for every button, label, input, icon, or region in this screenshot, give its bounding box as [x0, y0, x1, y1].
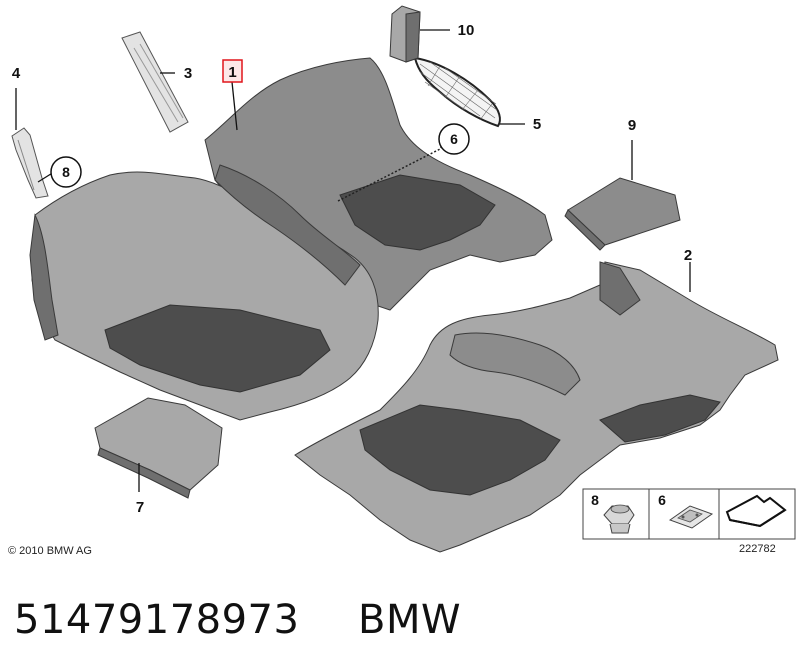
callout-6: 6	[450, 131, 458, 147]
callout-8-circle[interactable]: 8	[50, 156, 82, 188]
legend-box: 8 6	[582, 488, 796, 540]
hex-nut-icon	[603, 504, 635, 534]
part-number: 51479178973	[14, 597, 299, 643]
callout-9[interactable]: 9	[628, 117, 636, 134]
leader-lines	[15, 29, 691, 492]
callout-3[interactable]: 3	[184, 65, 192, 82]
highlight-box	[222, 59, 243, 83]
side-trim-illustration	[11, 127, 49, 199]
brand-name: BMW	[358, 597, 461, 643]
callout-8: 8	[62, 164, 70, 180]
callout-7[interactable]: 7	[136, 499, 144, 516]
legend-label-6: 6	[658, 492, 666, 508]
copyright-text: © 2010 BMW AG	[8, 545, 92, 557]
legend-label-8: 8	[591, 492, 599, 508]
sill-strip-illustration	[121, 31, 189, 133]
callout-6-circle[interactable]: 6	[438, 123, 470, 155]
callout-1-highlight[interactable]: 1	[222, 59, 243, 83]
diagram-id: 222782	[739, 543, 776, 555]
callout-2[interactable]: 2	[684, 247, 692, 264]
holder-clip-illustration	[389, 5, 421, 63]
cargo-net-illustration	[413, 56, 501, 128]
rear-floor-carpet-illustration	[294, 261, 779, 553]
wedge-pad-illustration	[564, 177, 681, 251]
callout-4[interactable]: 4	[12, 65, 21, 82]
callout-1: 1	[228, 64, 236, 81]
clip-icon	[668, 505, 714, 529]
mat-outline-icon	[725, 494, 787, 528]
front-floor-carpet-illustration	[29, 57, 553, 421]
callout-5[interactable]: 5	[533, 116, 541, 133]
callout-10[interactable]: 10	[458, 22, 475, 39]
floor-panel-illustration	[94, 397, 223, 499]
